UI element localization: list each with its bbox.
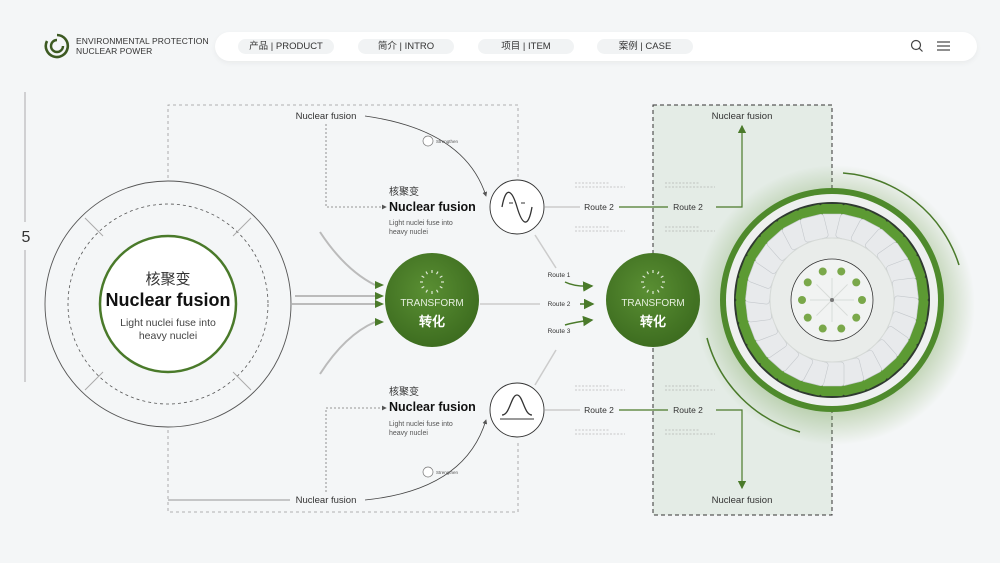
spinner-tick [660, 275, 664, 279]
main-title-en: Nuclear fusion [105, 290, 230, 310]
branch-title-cn: 核聚变 [389, 385, 419, 398]
flow-lines-in [292, 231, 376, 375]
route-label: Route 2 [584, 405, 614, 415]
main-desc-1: Light nuclei fuse into [120, 317, 216, 329]
route-3-label: Route 3 [548, 328, 571, 335]
hub-node [858, 296, 866, 304]
brand-line1: ENVIRONMENTAL PROTECTION [76, 36, 209, 46]
spinner-tick [642, 275, 646, 279]
route-1-label: Route 1 [548, 272, 571, 279]
logo[interactable]: ENVIRONMENTAL PROTECTION NUCLEAR POWER [44, 33, 209, 59]
spinner-tick [421, 285, 425, 289]
logo-icon [44, 33, 70, 59]
nav-item-intro[interactable]: 简介 | INTRO [358, 39, 454, 54]
dashed-frame-top [167, 104, 519, 180]
transform-label-cn: 转化 [419, 314, 445, 329]
gaussian-node[interactable] [489, 382, 545, 438]
transform-node-2[interactable]: TRANSFORM 转化 [606, 253, 700, 347]
strengthen-icon [422, 135, 434, 147]
branch-title-en: Nuclear fusion [389, 200, 476, 214]
strengthen-label: Strengthen [436, 470, 459, 475]
spinner-tick [435, 289, 439, 293]
branch-desc-2: heavy nuclei [389, 229, 428, 236]
branch-desc-1: Light nuclei fuse into [389, 421, 453, 428]
transform-label-cn: 转化 [640, 314, 666, 329]
branch-desc-1: Light nuclei fuse into [389, 220, 453, 227]
brand-line2: NUCLEAR POWER [76, 46, 153, 56]
hub-blade [816, 299, 833, 316]
flow-arrows-in [375, 281, 384, 326]
main-desc-2: heavy nuclei [139, 330, 197, 342]
side-scale: 5 [22, 92, 31, 382]
panel-bottom-label: Nuclear fusion [712, 495, 773, 506]
menu-icon[interactable] [936, 39, 951, 53]
nav-item-item[interactable]: 项目 | ITEM [478, 39, 574, 54]
hub-node [837, 267, 846, 276]
loading-spinner-icon [420, 270, 444, 294]
top-branch: Nuclear fusion Strengthen 核聚变 Nuclear fu… [296, 111, 747, 269]
route-label: Route 2 [673, 405, 703, 415]
spinner-tick [646, 289, 650, 293]
side-number: 5 [22, 229, 31, 246]
spinner-tick [439, 285, 443, 289]
hub-node [803, 278, 812, 287]
hub-blade [831, 284, 848, 301]
nav-item-product[interactable]: 产品 | PRODUCT [238, 39, 334, 54]
main-title-cn: 核聚变 [145, 271, 190, 288]
branch-desc-2: heavy nuclei [389, 430, 428, 437]
dashed-frame-bottom [167, 430, 519, 513]
nav-item-case[interactable]: 案例 | CASE [597, 39, 693, 54]
hub-node [803, 313, 812, 322]
route-connectors: Route 1 Route 2 Route 3 [480, 272, 595, 335]
spinner-tick [421, 275, 425, 279]
panel-top-label: Nuclear fusion [712, 111, 773, 122]
spinner-tick [656, 271, 660, 275]
spinner-tick [425, 271, 429, 275]
route-label: Route 2 [673, 202, 703, 212]
hub-node [818, 267, 827, 276]
transform-label-en: TRANSFORM [400, 298, 463, 309]
hub-blade [816, 284, 833, 301]
strengthen-label: Strengthen [436, 139, 459, 144]
spinner-tick [660, 285, 664, 289]
branch-title-cn: 核聚变 [389, 185, 419, 198]
hub-node [798, 296, 806, 304]
search-icon[interactable] [910, 39, 924, 53]
route-label: Route 2 [584, 202, 614, 212]
bottom-branch: Nuclear fusion Strengthen 核聚变 Nuclear fu… [168, 349, 747, 506]
reactor-module [819, 361, 845, 396]
spinner-tick [435, 271, 439, 275]
loading-spinner-icon [641, 270, 665, 294]
reactor-module [798, 204, 829, 243]
spinner-tick [642, 285, 646, 289]
sine-wave-icon [501, 191, 533, 223]
hub-node [837, 324, 846, 333]
top-branch-label: Nuclear fusion [296, 111, 357, 122]
main-fusion-node[interactable]: 核聚变 Nuclear fusion Light nuclei fuse int… [44, 180, 292, 428]
hub-node [852, 313, 861, 322]
strengthen-icon [422, 466, 434, 478]
spinner-tick [646, 271, 650, 275]
spinner-tick [425, 289, 429, 293]
spinner-tick [439, 275, 443, 279]
transform-label-en: TRANSFORM [621, 298, 684, 309]
spinner-tick [656, 289, 660, 293]
hub-blade [831, 299, 848, 316]
gaussian-curve-icon [501, 394, 533, 416]
route-2-label: Route 2 [548, 301, 571, 308]
transform-node-1[interactable]: TRANSFORM 转化 [385, 253, 479, 347]
branch-title-en: Nuclear fusion [389, 400, 476, 414]
reactor-image [695, 165, 975, 445]
hub-node [818, 324, 827, 333]
bottom-branch-label: Nuclear fusion [296, 495, 357, 506]
hub-node [852, 278, 861, 287]
top-nav: 产品 | PRODUCT 简介 | INTRO 项目 | ITEM 案例 | C… [215, 32, 977, 61]
